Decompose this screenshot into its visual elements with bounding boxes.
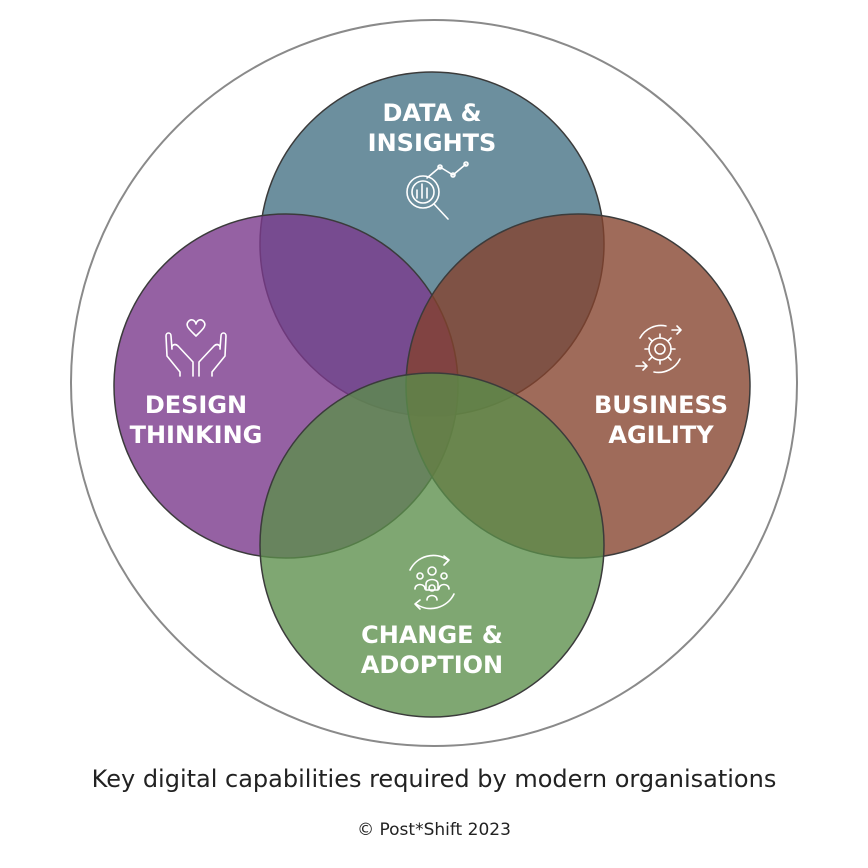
design-thinking-label-line1: DESIGN: [145, 391, 247, 419]
design-thinking-label-line2: THINKING: [130, 421, 263, 449]
change-adoption-label-line1: CHANGE &: [361, 621, 503, 649]
diagram-caption: Key digital capabilities required by mod…: [91, 765, 777, 793]
change-adoption-circle: [259, 372, 605, 718]
business-agility-label-line1: BUSINESS: [594, 391, 728, 419]
change-adoption-label-line2: ADOPTION: [361, 651, 503, 679]
business-agility-label-line2: AGILITY: [608, 421, 714, 449]
data-insights-label-line2: INSIGHTS: [368, 129, 497, 157]
analytics-magnifier-icon: [406, 161, 469, 220]
gear-cycle-icon: [635, 324, 682, 374]
data-insights-label-line1: DATA &: [383, 99, 482, 127]
outer-ring: [70, 19, 798, 747]
people-cycle-icon: [409, 554, 455, 610]
copyright-notice: © Post*Shift 2023: [357, 820, 511, 840]
hands-heart-icon: [165, 319, 227, 377]
